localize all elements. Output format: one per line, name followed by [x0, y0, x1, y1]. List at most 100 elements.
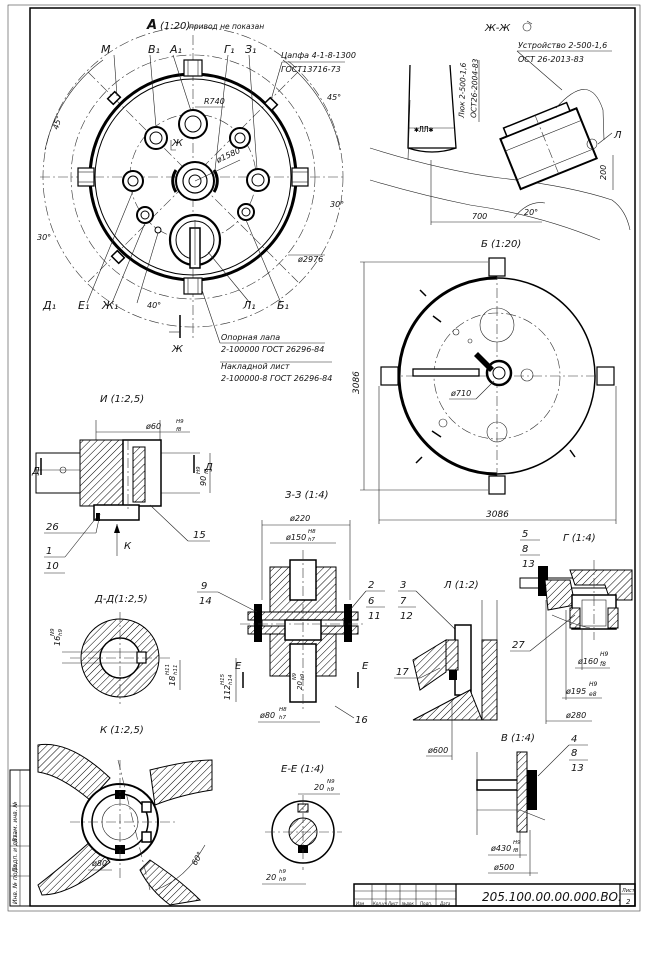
l-dia-600: ø600 [427, 746, 448, 755]
pos-3: 3 [400, 580, 406, 591]
outer-frame [7, 4, 641, 912]
view-33-dia-80-tol-top: H8 [279, 707, 287, 713]
pos-4: 4 [571, 734, 577, 745]
col-header-5: Подп. [420, 901, 432, 906]
trunnion-line-2: ГОСТ13716-73 [281, 65, 341, 74]
dd-dim-16: 16 [53, 636, 62, 646]
pos-12: 12 [400, 611, 413, 622]
g-dia-195-tol-top: H9 [589, 681, 598, 688]
view-33-dim-20: 20 [296, 681, 304, 690]
view-i-dia: ø60 [145, 422, 161, 431]
label-e1: Е₁ [78, 299, 89, 312]
section-mark-zh-top: Ж [171, 138, 184, 149]
label-l1: Л₁ [242, 299, 256, 312]
section-mark-e-left: Е [235, 661, 242, 672]
view-b: Б (1:20) [352, 239, 617, 524]
label-m: М [101, 43, 111, 56]
pos-15: 15 [193, 530, 206, 541]
v-dia-430: ø430 [490, 844, 511, 853]
plate-line-1: Накладной лист [221, 362, 290, 371]
view-a-note: привод не показан [189, 22, 264, 31]
support-line-1: Опорная лапа [221, 333, 280, 342]
dim-700: 700 [472, 212, 487, 221]
view-l-title: Л (1:2) [443, 580, 479, 591]
pos-8-g: 8 [522, 544, 528, 555]
side-stamp: Инв. № подл. Подп. и дата Взам. инв. № [9, 769, 31, 907]
section-mark-e-right: Е [362, 661, 369, 672]
view-k-title: К (1:2,5) [100, 725, 144, 736]
pos-13-g: 13 [522, 559, 535, 570]
view-33-dia-150-tol-bot: h7 [308, 537, 315, 543]
dia-1580-label: ø1580 [214, 146, 242, 165]
section-mark-d-right: Д [204, 462, 213, 473]
view-33-title: З-З (1:4) [285, 490, 329, 501]
view-ee: Е-Е (1:4) 20 N9 h9 20 h9 h9 [262, 764, 342, 885]
ee-dim-20-top: 20 [314, 783, 324, 792]
view-33-dim-20-tol-bot: h9 [300, 674, 306, 680]
inner-frame [29, 7, 636, 907]
support-line-2: 2-100000 ГОСТ 26296-84 [221, 345, 324, 354]
dia-2976-label: ø2976 [297, 255, 323, 264]
sheet-label: Лист [621, 888, 636, 894]
view-33-dim-112: 112 [223, 685, 232, 700]
col-header-3: Лист [387, 901, 399, 906]
view-mark-k: К [124, 541, 132, 552]
label-d1: Д₁ [42, 299, 56, 312]
view-zh-title: Ж-Ж [484, 23, 511, 34]
pos-16: 16 [355, 715, 368, 726]
view-i-title: И (1:2,5) [100, 394, 144, 405]
ee-dim-20-top-tol-top: N9 [327, 779, 335, 785]
angle-45-right: 45° [327, 93, 341, 102]
angle-30-left: 30° [37, 233, 51, 242]
device-line-1: Устройство 2-500-1,6 [518, 41, 607, 50]
plate-line-2: 2-100000-8 ГОСТ 26296-84 [221, 374, 332, 383]
view-33-dia-80-tol-bot: h7 [279, 715, 286, 721]
view-v: В (1:4) 4 8 13 ø430 H9 f8 ø500 [476, 733, 588, 876]
label-g1: Г₁ [224, 43, 235, 56]
pos-5: 5 [522, 529, 528, 540]
g-dia-195-tol-bot: e8 [589, 691, 597, 698]
dim-3086-horizontal: 3086 [486, 510, 509, 520]
g-dia-160: ø160 [577, 657, 598, 666]
view-l: Л (1:2) 3 7 12 17 ø600 [394, 580, 498, 760]
dia-710-label: ø710 [450, 389, 471, 398]
view-i-dim-90: 90 [199, 476, 208, 486]
trunnion-line-1: Цапфа 4-1-8-1300 [281, 51, 356, 60]
device-line-2: ОСТ 26-2013-83 [518, 55, 584, 64]
v-dia-430-tol-bot: f8 [513, 848, 519, 854]
pos-27: 27 [512, 640, 525, 651]
label-v1: В₁ [148, 43, 160, 56]
view-zh: Ж-Ж Устройство 2-500-1,6 ОСТ 26-2013-83 … [369, 20, 631, 241]
radius-label: R740 [204, 97, 225, 106]
dim-200: 200 [599, 165, 608, 180]
label-a1: А₁ [169, 43, 182, 56]
ee-dim-20-bot-tol-bot: h9 [279, 877, 286, 883]
side-stamp-3: Взам. инв. № [12, 801, 19, 842]
dd-dim-18-tol-bot: h11 [173, 665, 179, 675]
angle-20: 20° [524, 208, 538, 217]
view-33-dim-20-tol-top: N9 [292, 673, 298, 680]
view-v-title: В (1:4) [501, 733, 535, 744]
pos-11: 11 [368, 611, 381, 622]
view-33-dim-112-tol-top: H15 [220, 673, 226, 685]
title-block: Изм Кол.уч Лист №док Подп. Дата 205.100.… [353, 883, 636, 907]
pos-10: 10 [46, 561, 59, 572]
side-stamp-1: Инв. № подл. [12, 863, 19, 904]
view-g-title: Г (1:4) [563, 533, 596, 544]
dim-3086-vertical: 3086 [352, 371, 362, 394]
view-i-dia-tol-bot: f8 [176, 427, 182, 433]
view-a-scale: (1:20) [160, 21, 190, 32]
view-i-dim-90-tol-top: H9 [196, 466, 202, 474]
view-i-dim-90-tol-bot: f8 [204, 468, 210, 474]
g-dia-160-tol-bot: f8 [600, 661, 606, 668]
pos-8-v: 8 [571, 748, 577, 759]
view-i: И (1:2,5) ø60 H9 f8 90 H9 f8 Д Д К 26 1 [31, 394, 213, 574]
view-33-dia-150-tol-top: H8 [308, 529, 316, 535]
view-dd-title: Д-Д(1:2,5) [94, 594, 148, 605]
label-zh1: Ж₁ [101, 299, 118, 312]
pos-9: 9 [201, 581, 207, 592]
doc-number: 205.100.00.00.000.ВО. [482, 890, 622, 904]
dd-dim-18-tol-top: H11 [165, 664, 171, 675]
label-z1: З₁ [245, 43, 256, 56]
view-33-dim-112-tol-bot: h14 [228, 674, 234, 685]
